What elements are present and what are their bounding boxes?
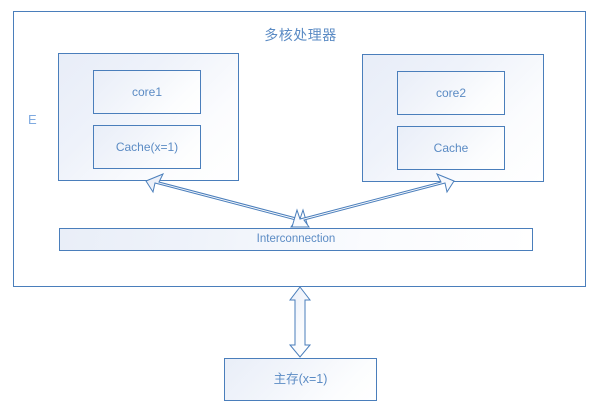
cache2-box[interactable]: Cache [397, 126, 505, 170]
core1-label: core1 [131, 84, 163, 99]
core2-box[interactable]: core2 [397, 71, 505, 115]
side-label-e: E [28, 112, 37, 127]
cache1-label: Cache(x=1) [115, 139, 179, 154]
cache1-box[interactable]: Cache(x=1) [93, 125, 201, 169]
main-memory-box[interactable]: 主存(x=1) [224, 358, 377, 401]
interconnection-box[interactable]: Interconnection [59, 228, 533, 251]
core2-label: core2 [435, 85, 467, 100]
core1-box[interactable]: core1 [93, 70, 201, 114]
page-title: 多核处理器 [264, 27, 337, 43]
main-memory-label: 主存(x=1) [273, 372, 328, 386]
arrow-processor-to-main-memory [288, 286, 312, 358]
cache2-label: Cache [433, 140, 469, 155]
interconnection-label: Interconnection [256, 232, 336, 245]
